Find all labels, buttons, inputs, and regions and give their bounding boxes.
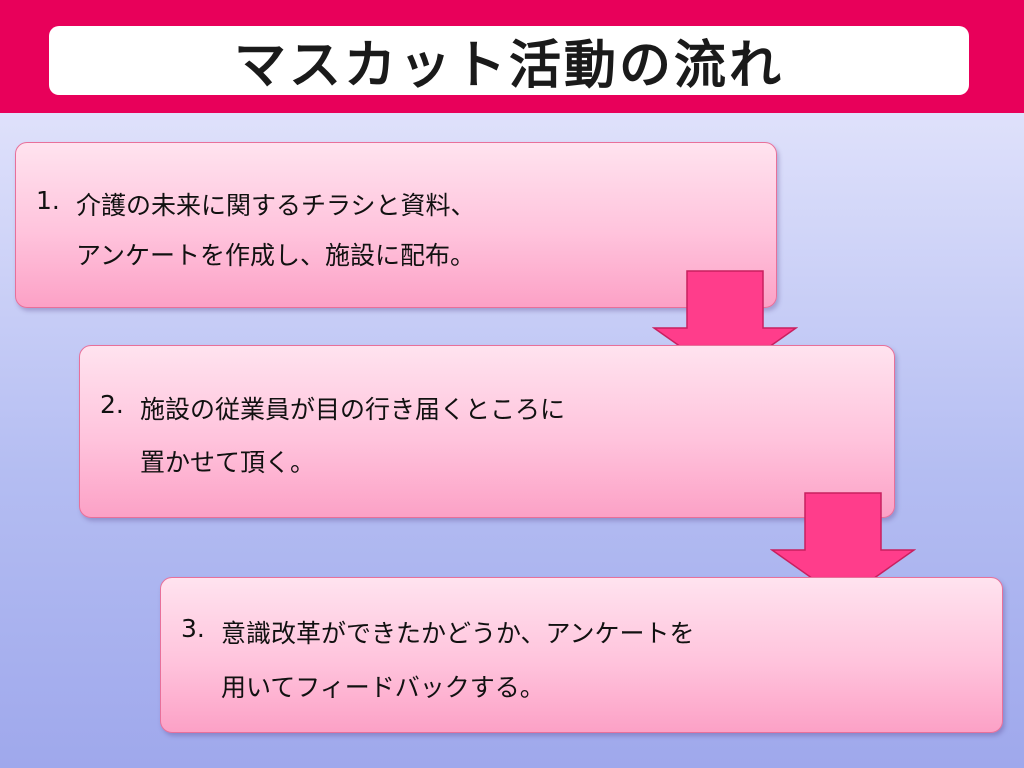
step-2-line-2: 置かせて頂く。	[140, 448, 316, 477]
step-3-number: 3.	[181, 614, 205, 643]
arrow-down-icon	[770, 492, 916, 601]
page-title: マスカット活動の流れ	[233, 36, 784, 96]
step-1-number: 1.	[36, 186, 60, 215]
step-1-line-2: アンケートを作成し、施設に配布。	[76, 241, 476, 270]
step-2-number: 2.	[100, 390, 124, 419]
step-2-box: 2. 施設の従業員が目の行き届くところに 置かせて頂く。	[79, 345, 895, 518]
step-3-line-1: 意識改革ができたかどうか、アンケートを	[221, 619, 695, 648]
step-1-line-1: 介護の未来に関するチラシと資料、	[76, 191, 476, 220]
step-3-line-2: 用いてフィードバックする。	[221, 673, 545, 702]
step-1-box: 1. 介護の未来に関するチラシと資料、 アンケートを作成し、施設に配布。	[15, 142, 777, 308]
step-2-line-1: 施設の従業員が目の行き届くところに	[140, 395, 566, 424]
step-3-box: 3. 意識改革ができたかどうか、アンケートを 用いてフィードバックする。	[160, 577, 1003, 733]
title-box: マスカット活動の流れ	[49, 26, 969, 96]
header-bar: マスカット活動の流れ	[0, 0, 1024, 113]
